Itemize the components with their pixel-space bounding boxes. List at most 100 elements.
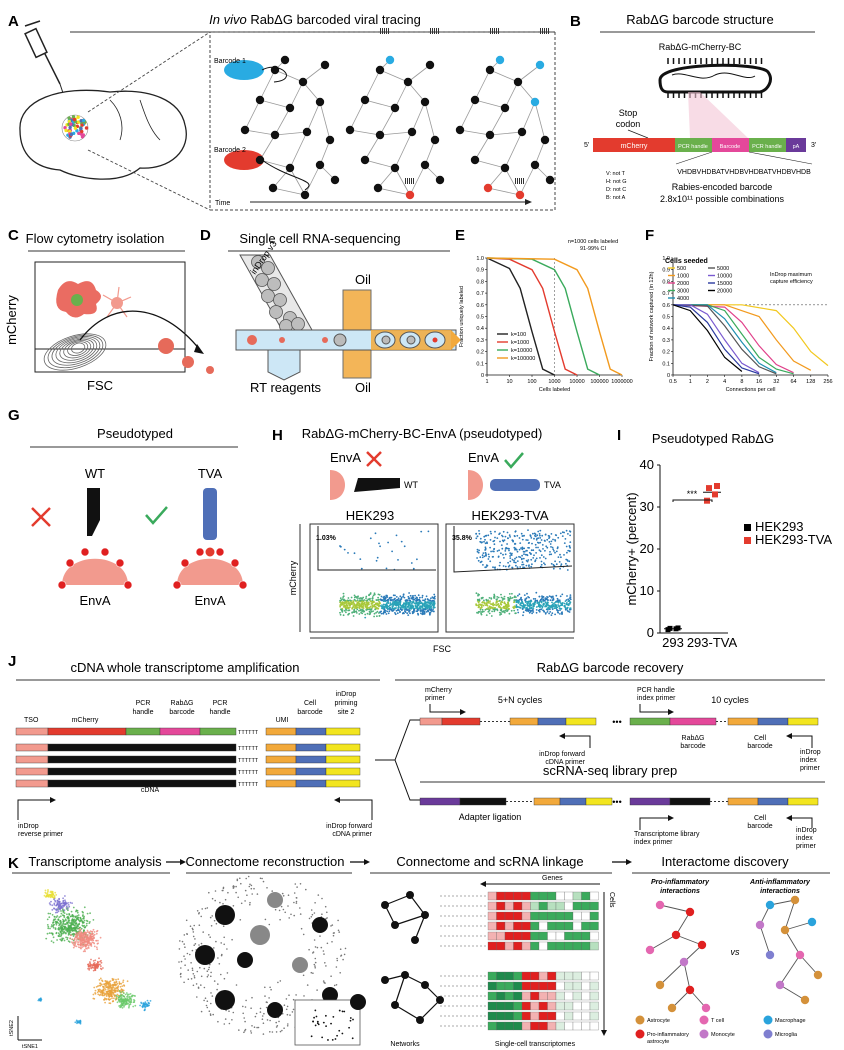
flow-event [433,593,436,596]
bead [261,261,275,275]
transcriptomes-label: Single-cell transcriptomes [495,1041,576,1048]
connectome-dot [201,908,203,910]
indrop-index-2: index [800,757,817,764]
legend-label: Pro-inflammatory [647,1032,689,1038]
contour-line [47,334,104,369]
bead [261,289,275,303]
flow-event [542,556,545,558]
connectome-dot [269,986,271,989]
flow-event [500,544,503,546]
connectome-dot [208,966,210,969]
flow-event [523,547,526,550]
heatmap-cell [538,901,548,911]
connectome-dot [335,966,338,968]
connectome-dot [314,902,316,904]
flow-event [543,562,545,564]
tsne-cell [86,942,89,944]
network-edge [274,107,291,136]
connectome-dot [259,1007,262,1010]
heatmap-cell [547,931,557,941]
flow-event [563,602,566,605]
flow-event [520,604,522,607]
flow-event [391,610,394,612]
flow-event [523,594,526,596]
tsne-cell [94,989,97,992]
connectome-dot [293,914,296,917]
tsne-cell [96,960,99,963]
tsne-cell [75,917,78,920]
f-x-tick-label: 256 [823,379,832,385]
neuron-node [430,135,440,145]
flow-event [364,613,367,616]
tsne-cell [47,912,50,915]
flow-event [539,604,542,607]
f-y-tick-label: 0.9 [662,268,670,274]
connectome-dot [190,962,192,964]
h-cross-icon [366,451,382,467]
tsne-cell [60,939,63,942]
enva-dot [172,580,182,590]
tsne-cell [98,963,101,966]
flow-event [342,596,344,598]
neuron-node [435,175,445,185]
flow-event [553,550,555,552]
cdna-segment [159,727,201,736]
tsne-cell [105,991,108,993]
flow-event [564,608,567,611]
flow-event [378,615,381,617]
i-legend-swatch [744,524,751,531]
f-x-tick-label: 32 [773,379,779,385]
heatmap-cell [572,971,582,981]
link-edge [394,974,406,1006]
flow-event [504,550,507,552]
connectome-dot [331,924,334,926]
flow-event [527,529,529,531]
tsne-cell [120,998,123,1001]
tsne-cell [56,915,59,917]
connectome-dot [281,1029,283,1032]
flow-event [521,561,524,563]
combinations-label: 2.8x10¹¹ possible combinations [660,194,785,204]
flow-event [499,599,501,602]
flow-event [365,595,368,598]
flow-event [511,558,514,561]
flow-event [499,540,501,543]
flow-event [535,552,537,554]
flow-event [559,553,561,556]
flow-event [557,556,560,558]
connectome-dot [239,919,242,921]
connectome-dot [259,1011,262,1013]
neuron-node [483,183,493,193]
tsne-cell [99,936,102,939]
plot1-percent: 1.03% [316,535,337,542]
tsne-cell [77,931,80,934]
connectome-dot [286,1013,289,1016]
tsne-cell [89,961,91,963]
neuron-node [385,55,395,65]
connectome-dot [195,983,198,985]
zoom-line-top [87,31,211,113]
time-label: Time [215,200,230,207]
flow-event [525,564,528,567]
heatmap-cell [589,1011,599,1021]
heatmap-cell [572,1011,582,1021]
flow-event [414,597,417,600]
barcode-tick [542,28,543,34]
flow-event [513,596,516,599]
tsne-cell [119,999,122,1001]
connectome-dot [223,977,226,980]
tsne-cell [75,939,78,941]
flow-event [530,537,533,539]
flow-event [518,548,521,551]
flow-event [566,609,569,612]
flow-event [403,545,406,548]
tsne-cell [109,984,112,986]
indrop-index-c-arrow [792,817,813,828]
network-edge [534,101,546,141]
tsne-cell [94,967,97,970]
mcherry-primer-1: mCherry [425,687,452,694]
neuron-node [500,103,510,113]
neuron-node [470,95,480,105]
connectome-hub [292,957,308,973]
